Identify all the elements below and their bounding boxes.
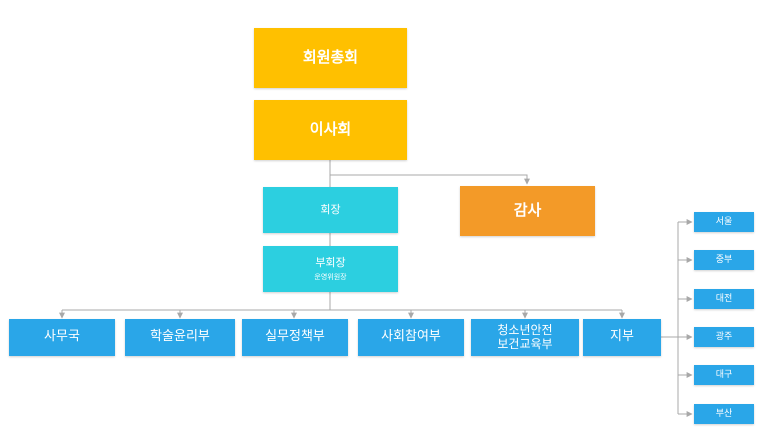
- branch-label: 서울: [715, 216, 733, 227]
- general-assembly-node: 회원총회: [254, 28, 407, 88]
- department-node: 사회참여부: [358, 319, 464, 356]
- branch-label: 대구: [715, 369, 733, 380]
- president-label: 회장: [320, 202, 341, 216]
- general-assembly-label: 회원총회: [302, 48, 359, 67]
- department-node: 청소년안전 보건교육부: [471, 319, 579, 356]
- branch-node: 중부: [694, 250, 754, 270]
- president-node: 회장: [263, 187, 398, 233]
- branch-label: 부산: [715, 408, 733, 419]
- department-node: 실무정책부: [242, 319, 348, 356]
- auditor-node: 감사: [460, 186, 595, 236]
- branch-node: 대전: [694, 289, 754, 309]
- department-label: 사회참여부: [381, 329, 441, 345]
- department-node: 학술윤리부: [125, 319, 235, 356]
- department-node: 사무국: [9, 319, 115, 356]
- department-label: 학술윤리부: [150, 329, 210, 345]
- department-label-line2: 보건교육부: [497, 336, 553, 351]
- department-label: 실무정책부: [265, 329, 325, 345]
- vice-president-sublabel: 운영위원장: [314, 273, 347, 282]
- branch-label: 중부: [715, 254, 733, 265]
- board-label: 이사회: [309, 120, 352, 139]
- department-label: 사무국: [44, 329, 80, 345]
- board-node: 이사회: [254, 100, 407, 160]
- branch-node: 대구: [694, 365, 754, 385]
- branch-label: 대전: [715, 293, 733, 304]
- department-label: 청소년안전: [497, 322, 553, 337]
- vice-president-label: 부회장: [315, 255, 346, 269]
- vice-president-node: 부회장 운영위원장: [263, 246, 398, 292]
- branch-node: 광주: [694, 327, 754, 347]
- auditor-label: 감사: [513, 201, 542, 220]
- branch-node: 서울: [694, 212, 754, 232]
- branch-node: 부산: [694, 404, 754, 424]
- branch-label: 광주: [715, 331, 733, 342]
- department-node: 지부: [583, 319, 661, 356]
- department-label: 지부: [610, 329, 634, 345]
